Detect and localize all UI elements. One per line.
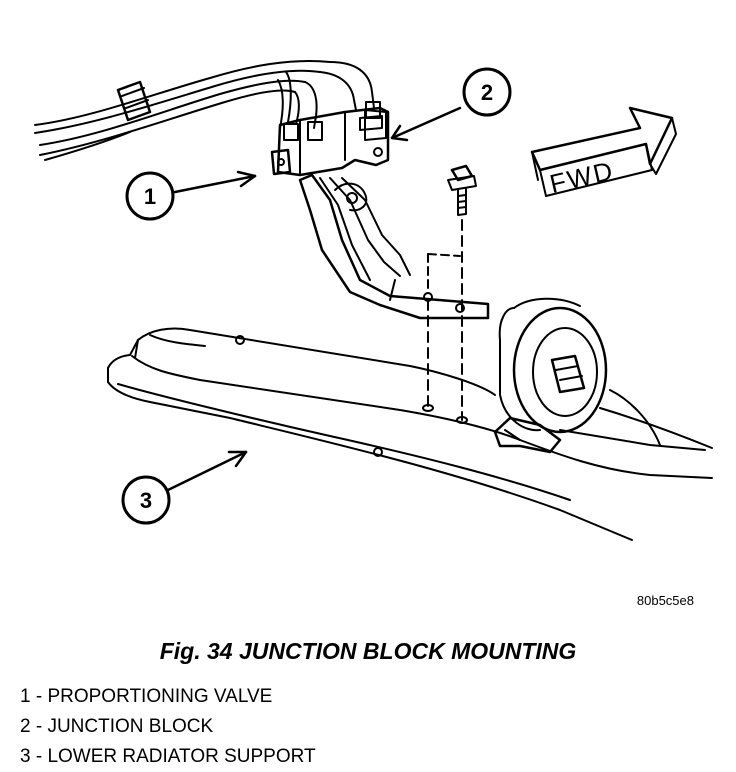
legend-item: 2 - JUNCTION BLOCK	[20, 716, 214, 737]
figure-caption: Fig. 34 JUNCTION BLOCK MOUNTING	[159, 638, 577, 664]
callout-number-2: 2	[481, 80, 493, 105]
legend-item: 3 - LOWER RADIATOR SUPPORT	[20, 746, 316, 767]
forward-direction-arrow	[530, 106, 677, 197]
callout-number-1: 1	[144, 184, 156, 209]
legend-item: 1 - PROPORTIONING VALVE	[20, 686, 273, 707]
mounting-bolt	[427, 164, 477, 421]
callout-circle-1	[125, 171, 175, 221]
parts-legend: 1 - PROPORTIONING VALVE 2 - JUNCTION BLO…	[20, 682, 316, 772]
junction-block-assembly	[270, 101, 390, 177]
brake-line-bundle	[34, 59, 375, 161]
callout-number-3: 3	[140, 488, 152, 513]
leader-arrows	[166, 106, 462, 492]
lower-radiator-support	[107, 327, 713, 541]
mounting-bracket	[298, 173, 490, 320]
image-identifier: 80b5c5e8	[637, 593, 694, 608]
callout-circle-3	[121, 475, 171, 525]
forward-label: FWD	[547, 155, 617, 199]
junction-block-diagram: 1 2 3 FWD 80b5c5e8	[34, 59, 713, 608]
callout-circle-2	[462, 67, 512, 117]
support-isolator	[493, 297, 661, 454]
